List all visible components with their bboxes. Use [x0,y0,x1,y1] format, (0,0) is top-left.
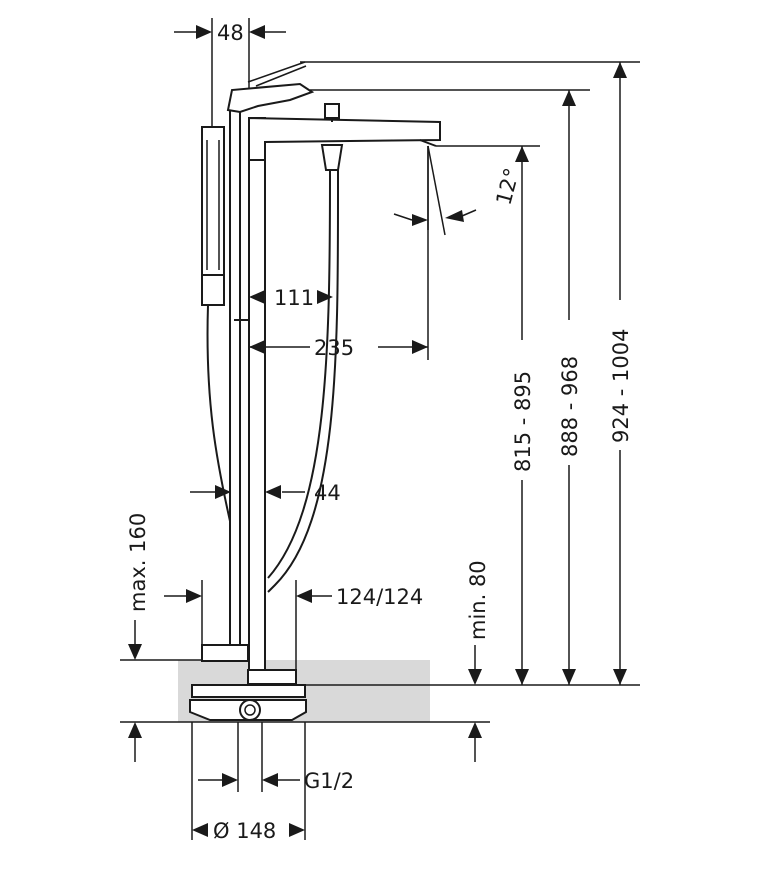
label-48: 48 [217,21,244,45]
lever-hint-b [255,65,307,87]
dim-min80-up-arrow [468,722,482,738]
hand-shower [201,126,225,306]
angle-line-tilted [427,145,446,236]
dim-48-right-arrow [249,25,265,39]
dim-max160-up-arrow [128,644,142,660]
dim-44-right-arrow [265,485,281,499]
hand-shower-hose [206,304,233,531]
dim-48-left-arrow [196,25,212,39]
angle-arrow-right-tail [461,209,477,217]
dim-815-bottom-arrow [515,669,529,685]
label-235: 235 [314,336,354,360]
dim-888-top-arrow [562,90,576,106]
label-148: Ø 148 [213,819,276,843]
label-max160: max. 160 [126,513,150,612]
spout-hose [267,169,340,593]
label-44: 44 [314,481,341,505]
hose-connector [320,144,344,171]
label-924-1004: 924 - 1004 [609,329,633,443]
connection-nut-inner [244,704,256,716]
label-124: 124/124 [336,585,423,609]
dim-111-right-arrow [317,290,333,304]
label-815-895: 815 - 895 [511,371,535,472]
angle-arrow-left [412,214,428,226]
dim-max160-down-arrow [128,722,142,738]
connection-nut [239,699,261,721]
dim-124-arrow [296,589,312,603]
base-flange [191,684,306,698]
dim-44-left-arrow [215,485,231,499]
dim-g12-left-arrow [222,773,238,787]
spout-hose-inner [267,169,331,579]
dim-max160-arrow [186,589,202,603]
dim-924-top-arrow [613,62,627,78]
angle-arrow-left-tail [393,213,413,221]
dim-min80-down-arrow [468,669,482,685]
holder-post [229,104,241,646]
lever-handle [226,82,315,114]
dim-148-left-arrow [192,823,208,837]
spout-outlet [419,139,437,147]
spout [248,116,441,161]
dim-148-right-arrow [289,823,305,837]
label-111: 111 [274,286,314,310]
label-g12: G1/2 [304,769,354,793]
diverter-knob [324,103,340,119]
dim-g12-right-arrow [262,773,278,787]
dim-924-bottom-arrow [613,669,627,685]
label-angle: 12° [491,165,524,207]
dim-815-top-arrow [515,146,529,162]
lever-hint-a [247,61,306,83]
faucet-body [248,117,266,671]
base-cover-right [247,669,297,685]
dim-111-left-arrow [249,290,265,304]
label-888-968: 888 - 968 [558,356,582,457]
base-cover-left [201,644,249,662]
dim-235-right-arrow [412,340,428,354]
label-min80: min. 80 [466,560,490,640]
dim-888-bottom-arrow [562,669,576,685]
dim-235-left-arrow [249,340,265,354]
angle-arrow-right [445,210,464,222]
